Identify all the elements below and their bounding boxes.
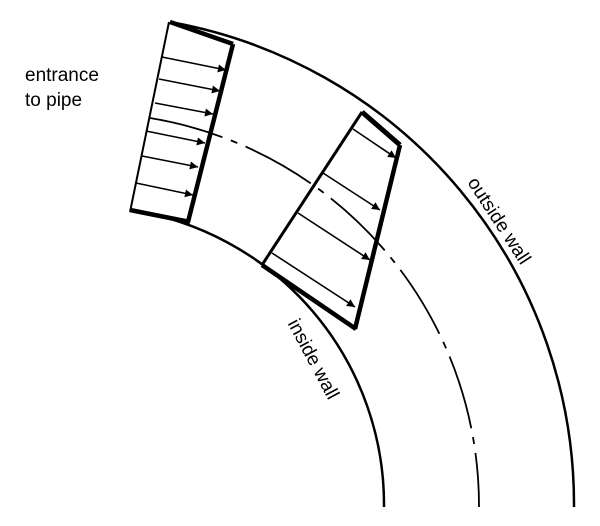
inside-wall-arc	[129, 208, 386, 508]
velocity-arrow	[271, 252, 356, 308]
velocity-arrow	[135, 182, 194, 198]
velocity-arrow	[352, 128, 397, 159]
velocity-arrow	[158, 78, 221, 94]
inside-wall-label: inside wall	[283, 316, 343, 403]
entrance-label-line1: entrance	[25, 65, 99, 86]
entrance-velocity-profile	[129, 19, 236, 225]
velocity-arrow	[161, 56, 227, 73]
outside-wall-arc	[169, 20, 576, 508]
entrance-label-line2: to pipe	[25, 90, 82, 111]
velocity-arrow	[141, 155, 199, 170]
velocity-arrow	[297, 212, 371, 261]
bend-velocity-profile	[260, 110, 403, 331]
outside-wall-label: outside wall	[463, 174, 535, 269]
velocity-arrow	[322, 172, 381, 211]
centerline-arc	[149, 117, 480, 508]
velocity-arrow	[154, 102, 214, 117]
velocity-arrow	[145, 130, 206, 146]
